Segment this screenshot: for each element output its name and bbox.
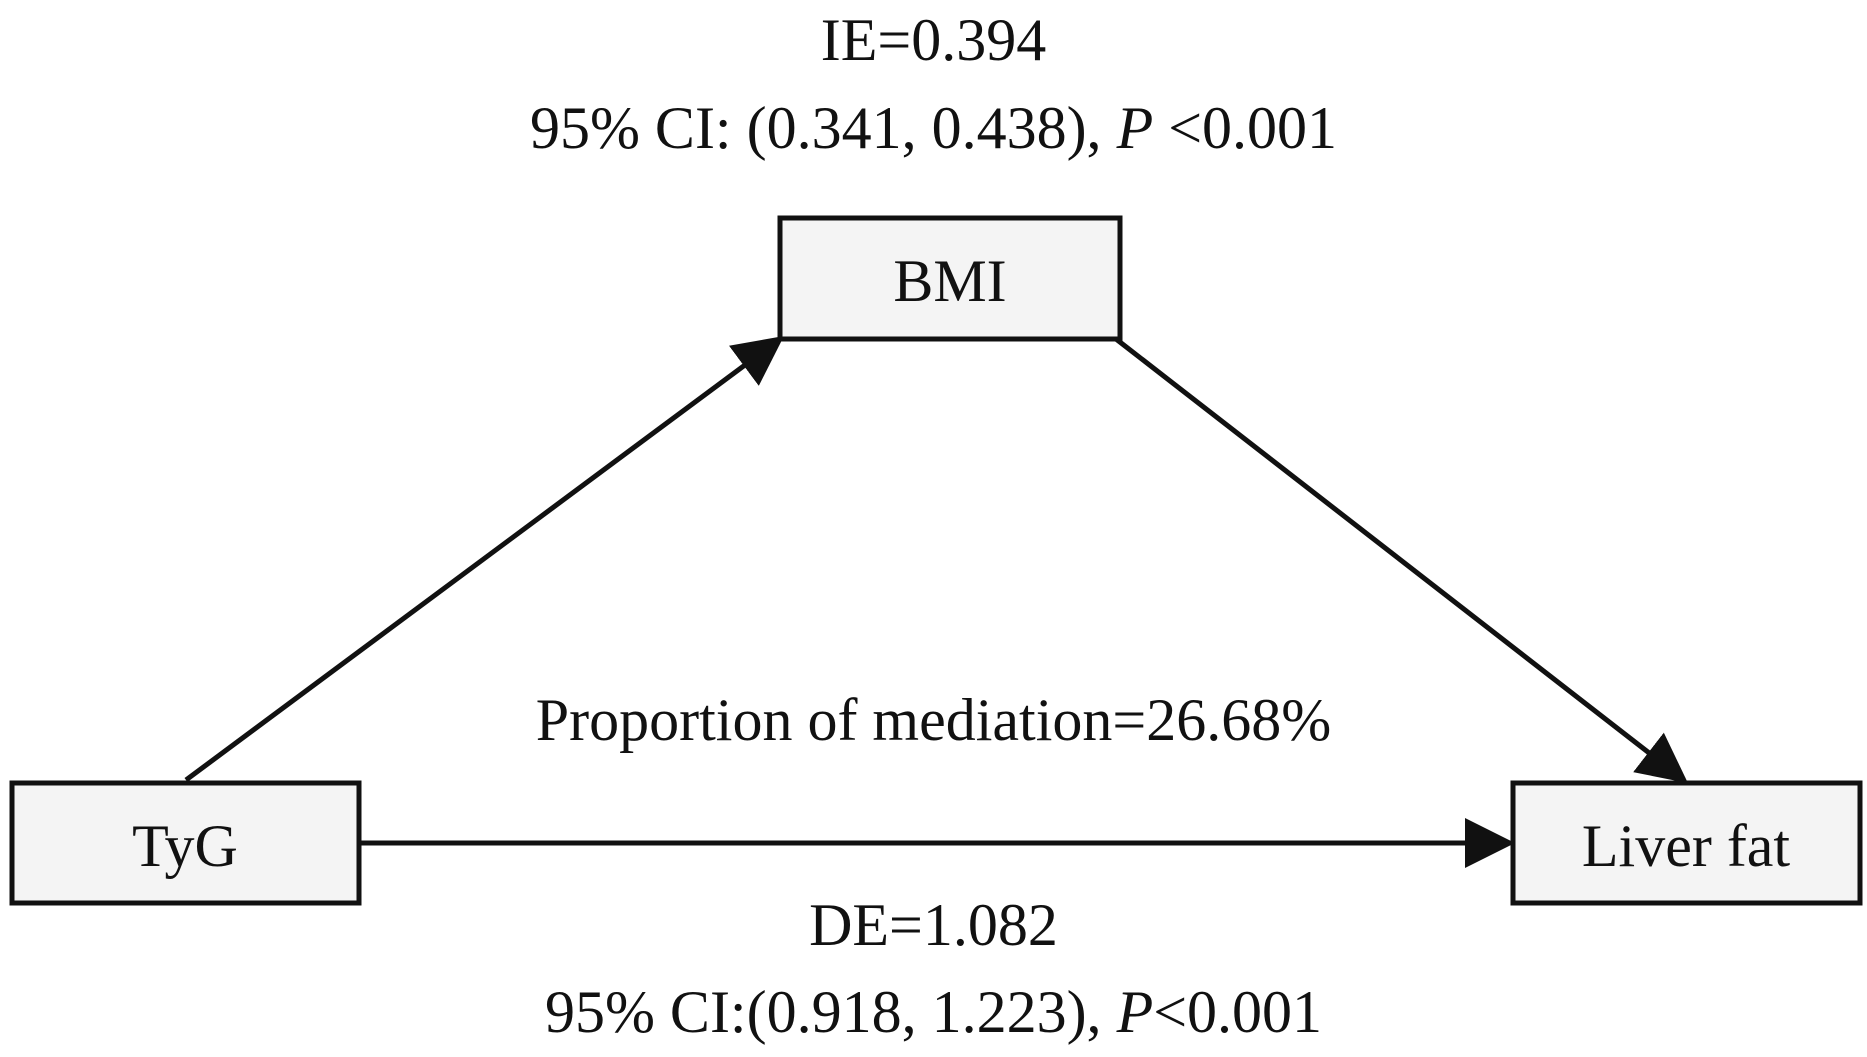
direct-effect-p-value: <0.001: [1153, 979, 1323, 1045]
indirect-effect-ci: 95% CI: (0.341, 0.438), P <0.001: [0, 98, 1867, 158]
node-tyg-label: TyG: [132, 813, 238, 879]
indirect-effect-p-symbol: P: [1116, 95, 1154, 161]
node-bmi-label: BMI: [893, 248, 1006, 314]
indirect-effect-ci-text: 95% CI: (0.341, 0.438),: [529, 95, 1117, 161]
indirect-effect-p-value: <0.001: [1153, 95, 1338, 161]
direct-effect-label: DE=1.082: [809, 892, 1058, 958]
direct-effect-ci: 95% CI:(0.918, 1.223), P<0.001: [0, 982, 1867, 1042]
node-tyg: TyG: [9, 780, 362, 906]
arrow-tyg-to-bmi: [184, 336, 785, 783]
direct-effect-p-symbol: P: [1116, 979, 1154, 1045]
direct-effect-ci-text: 95% CI:(0.918, 1.223),: [544, 979, 1117, 1045]
node-liver-fat-label: Liver fat: [1582, 813, 1791, 879]
arrow-bmi-to-liver-fat: [1114, 337, 1688, 784]
node-bmi: BMI: [777, 215, 1123, 342]
mediation-proportion-label: Proportion of mediation=26.68%: [535, 687, 1332, 753]
node-liver-fat: Liver fat: [1510, 780, 1863, 906]
indirect-effect-label: IE=0.394: [820, 7, 1047, 73]
